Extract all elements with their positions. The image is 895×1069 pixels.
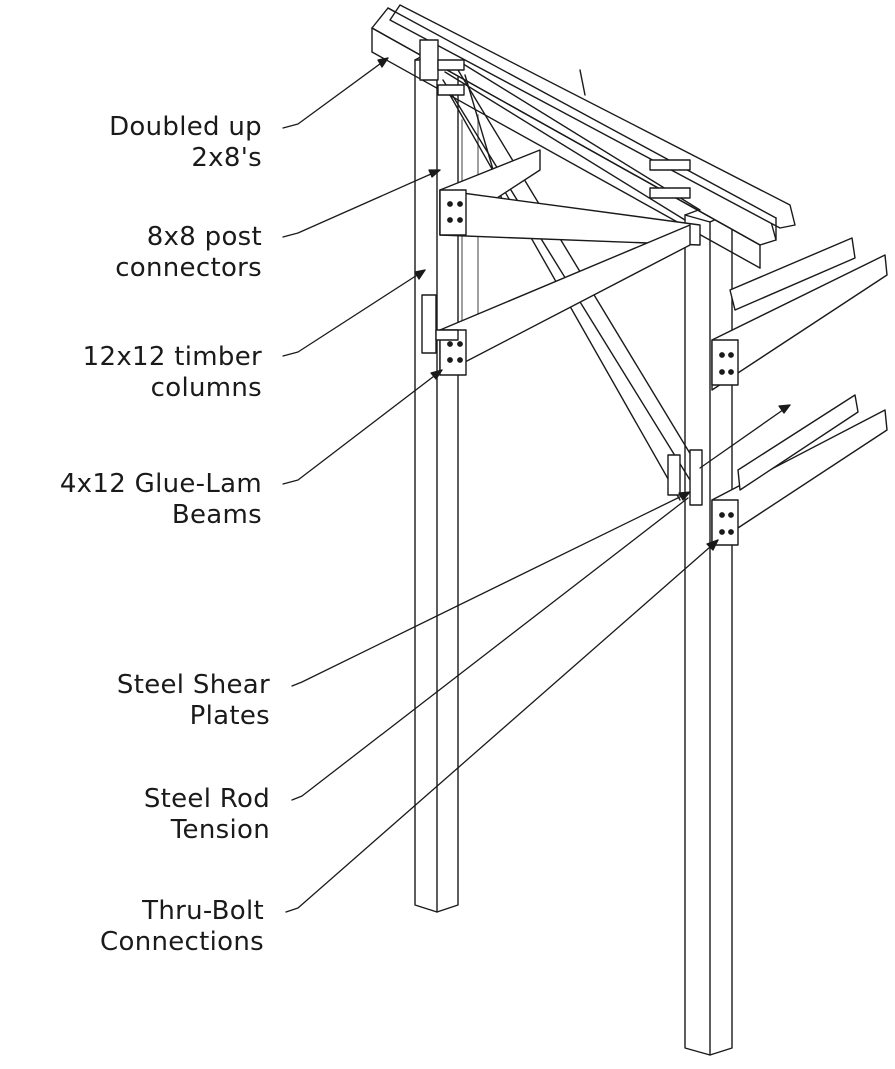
ridge-beams	[371, 4, 796, 269]
label-glue-lam-beams: 4x12 Glue-Lam Beams	[59, 469, 262, 530]
label-rod-tension: Steel Rod Tension	[143, 784, 270, 845]
label-doubled-2x8: Doubled up 2x8's	[109, 112, 262, 173]
right-lower-beams	[711, 394, 888, 546]
label-shear-plates: Steel Shear Plates	[116, 670, 270, 731]
label-timber-columns: 12x12 timber columns	[82, 342, 262, 403]
label-thru-bolt: Thru-Bolt Connections	[100, 896, 264, 957]
left-column	[414, 44, 459, 913]
upper-glue-lam	[439, 149, 701, 246]
right-upper-beams	[711, 237, 888, 391]
leader-lines	[282, 57, 791, 913]
right-column	[684, 204, 733, 1056]
label-post-connectors: 8x8 post connectors	[115, 222, 262, 283]
steel-plates	[419, 39, 703, 506]
